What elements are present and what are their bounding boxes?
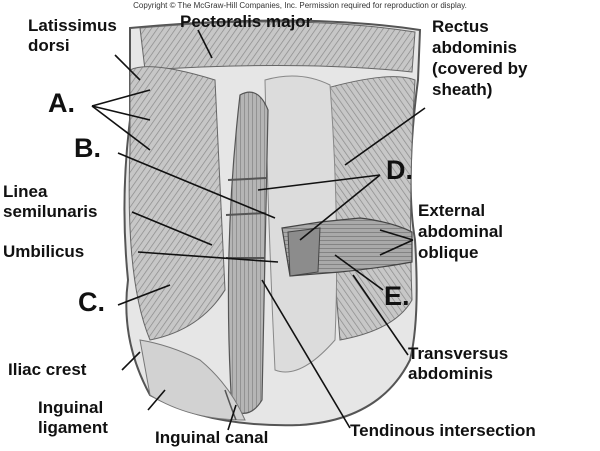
label-latissimus-line2: dorsi [28, 36, 70, 55]
label-latissimus: Latissimus dorsi [28, 16, 117, 56]
pectoralis-major-muscle [139, 21, 416, 73]
label-inguinal-ligament: Inguinal ligament [38, 398, 108, 438]
leader-linea [131, 211, 213, 246]
letter-e: E. [384, 281, 410, 311]
internal-oblique-patch [287, 227, 321, 277]
label-linea-line1: Linea [3, 182, 48, 201]
label-inguinal-canal: Inguinal canal [155, 428, 269, 447]
tendinous-line-1 [227, 177, 267, 181]
label-external-line2: abdominal [418, 222, 504, 241]
label-rectus-line4: sheath) [432, 80, 493, 99]
leader-latissimus [114, 54, 141, 81]
inguinal-canal-mark [224, 389, 237, 421]
letter-c: C. [78, 287, 105, 317]
leader-transversus [352, 274, 409, 356]
label-rectus-line3: (covered by [432, 59, 528, 78]
leader-external-2 [379, 239, 414, 256]
letter-d: D. [386, 155, 413, 185]
leader-tendinous [261, 279, 351, 429]
leader-c [117, 284, 171, 306]
leader-a-2 [91, 105, 151, 121]
leader-rectus [344, 107, 426, 166]
leader-d-1 [299, 174, 381, 241]
label-transversus: Transversus abdominis [408, 344, 508, 384]
letter-b: B. [74, 133, 101, 163]
label-iliac: Iliac crest [8, 360, 87, 379]
leader-umbilicus [137, 251, 279, 263]
leader-e [334, 254, 384, 291]
label-external: External abdominal oblique [418, 200, 503, 263]
left-oblique-muscle [128, 66, 226, 341]
label-transversus-line2: abdominis [408, 364, 494, 383]
label-rectus-line2: abdominis [432, 38, 518, 57]
tendinous-line-2 [225, 212, 267, 216]
label-transversus-line1: Transversus [408, 344, 509, 363]
label-inguinal-ligament-line1: Inguinal [38, 398, 104, 417]
leader-ingligament [147, 389, 166, 411]
copyright-notice: Copyright © The McGraw-Hill Companies, I… [133, 1, 467, 10]
label-rectus-line1: Rectus [432, 17, 489, 36]
leader-iliac [121, 351, 141, 371]
leader-lines [91, 29, 426, 431]
label-external-line1: External [418, 201, 486, 220]
label-linea: Linea semilunaris [3, 182, 98, 222]
leader-pectoralis [197, 29, 213, 59]
label-inguinal-ligament-line2: ligament [38, 418, 108, 437]
iliac-region [139, 339, 246, 421]
label-latissimus-line1: Latissimus [28, 16, 117, 35]
leader-b [117, 152, 276, 219]
leader-a-3 [91, 105, 151, 151]
label-linea-line2: semilunaris [3, 202, 98, 221]
label-umbilicus: Umbilicus [3, 242, 85, 261]
letter-a: A. [48, 88, 75, 118]
leader-external-1 [379, 229, 414, 241]
label-rectus: Rectus abdominis (covered by sheath) [432, 16, 527, 100]
leader-a-1 [91, 89, 151, 107]
label-pectoralis: Pectoralis major [180, 12, 313, 31]
leader-inguinal-canal [227, 404, 237, 431]
label-external-line3: oblique [418, 243, 479, 262]
rectus-sheath [264, 75, 338, 373]
label-tendinous: Tendinous intersection [350, 421, 536, 440]
leader-d-2 [257, 174, 381, 191]
